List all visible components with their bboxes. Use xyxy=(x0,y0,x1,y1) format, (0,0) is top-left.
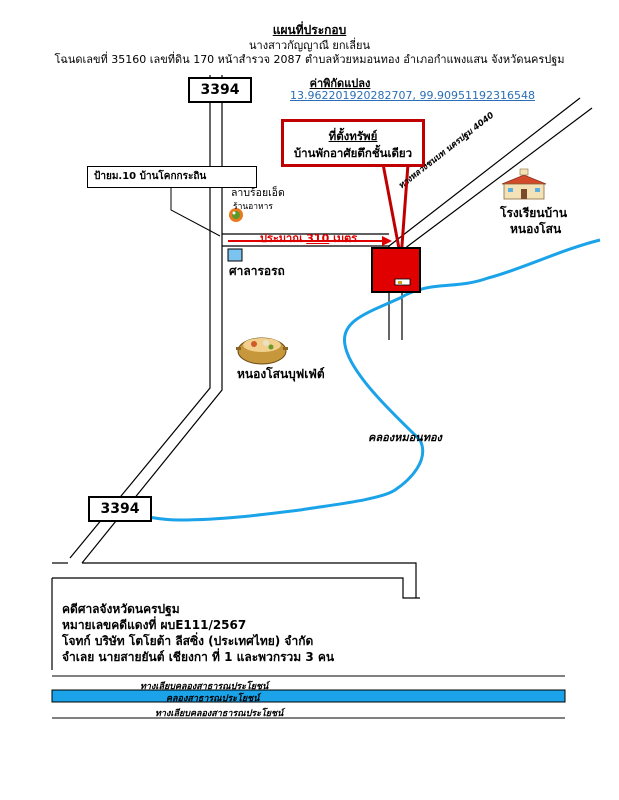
buffet-label: หนองโสนบุฟเฟ่ต์ xyxy=(237,367,325,381)
canal-path-upper-label: ทางเลียบคลองสาธารณประโยชน์ xyxy=(140,682,269,692)
bottom-road xyxy=(51,562,420,670)
map-title: แผนที่ประกอบ xyxy=(272,23,347,37)
property-callout: ที่ตั้งทรัพย์ บ้านพักอาศัยตึกชั้นเดียว xyxy=(281,119,425,167)
case-plaintiff: โจทก์ บริษัท โตโยต้า ลีสซิ่ง (ประเทศไทย)… xyxy=(62,634,314,648)
bottom-canal-water xyxy=(51,689,566,703)
shelter-icon xyxy=(227,248,243,262)
distance-arrow-head xyxy=(382,236,392,246)
distance-prefix: ประมาณ xyxy=(260,232,307,245)
deed-info: โฉนดเลขที่ 35160 เลขที่ดิน 170 หน้าสำรวจ… xyxy=(54,53,565,66)
case-defendant: จำเลย นายสายยันต์ เชียงกา ที่ 1 และพวกรว… xyxy=(62,650,335,664)
canal-path-lower-label: ทางเลียบคลองสาธารณประโยชน์ xyxy=(155,709,284,719)
callout-pointer xyxy=(381,163,410,260)
shelter-label: ศาลารอรถ xyxy=(229,264,285,278)
restaurant-name: ลาบร้อยเอ็ด xyxy=(231,187,285,199)
side-road xyxy=(222,233,389,247)
distance-label: ประมาณ 310 เมตร xyxy=(260,229,357,247)
case-court: คดีศาลจังหวัดนครปฐม xyxy=(62,602,180,616)
owner-name: นางสาวกัญญาณี ยกเลี่ยน xyxy=(249,39,370,52)
distance-value: 310 xyxy=(306,232,330,245)
case-number: หมายเลขคดีแดงที่ ผบE111/2567 xyxy=(62,618,247,632)
coordinate-label: ค่าพิกัดแปลง xyxy=(309,77,371,90)
restaurant-icon xyxy=(229,208,243,222)
canal-mon-thong xyxy=(94,238,601,522)
restaurant-type: ร้านอาหาร xyxy=(233,202,273,212)
school-label-line1: โรงเรียนบ้าน xyxy=(500,206,568,220)
school-icon xyxy=(501,168,547,200)
road-3394-bottom-label: 3394 xyxy=(88,496,152,522)
canal-bottom-label: คลองสาธารณประโยชน์ xyxy=(166,694,260,704)
property-callout-title: ที่ตั้งทรัพย์ xyxy=(328,129,378,143)
highway-4040 xyxy=(388,97,593,253)
road-3394-top-label: 3394 xyxy=(188,77,252,103)
property-callout-subtitle: บ้านพักอาศัยตึกชั้นเดียว xyxy=(293,146,413,160)
canal-label: คลองหมอนทอง xyxy=(368,431,442,444)
road-3394 xyxy=(69,75,223,564)
house-icon xyxy=(394,278,411,286)
distance-unit: เมตร xyxy=(329,232,358,245)
buffet-icon xyxy=(236,337,288,365)
coordinate-link[interactable]: 13.962201920282707, 99.90951192316548 xyxy=(290,89,535,102)
bus-stop-sign: ป้ายม.10 บ้านโคกกระถิน xyxy=(87,166,257,188)
school-label-line2: หนองโสน xyxy=(510,222,562,236)
sign-pointer xyxy=(170,187,221,237)
